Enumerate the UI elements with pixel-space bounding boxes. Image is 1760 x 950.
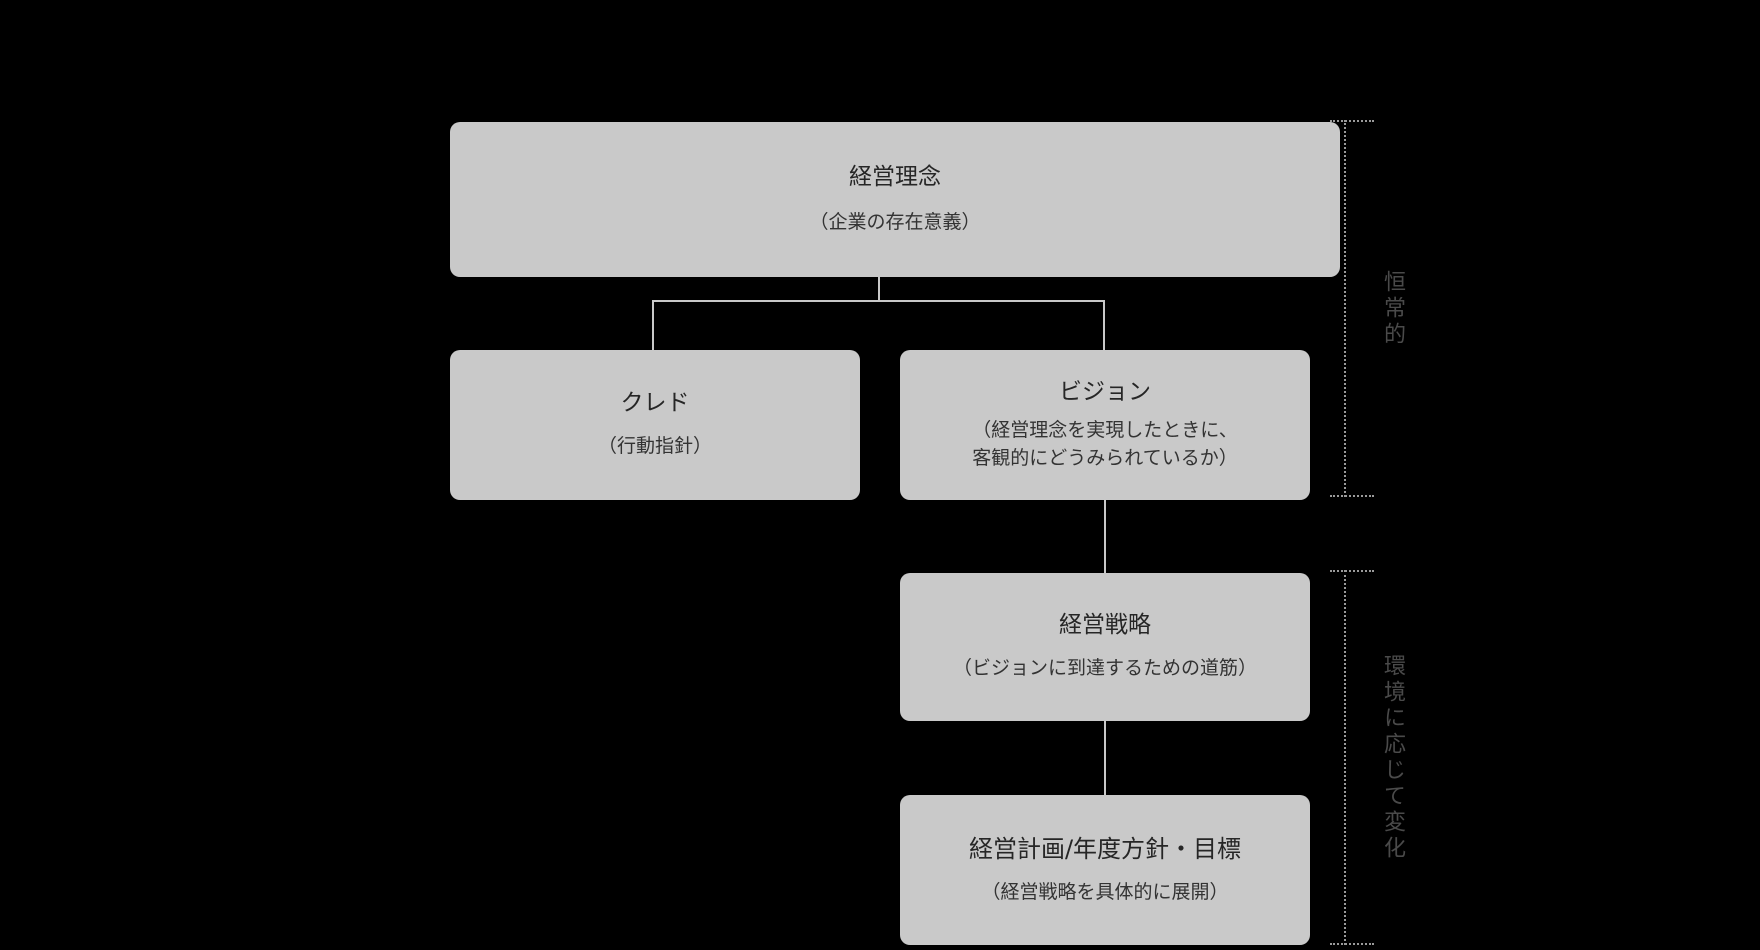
connector-to-credo [652,300,654,350]
node-management-philosophy[interactable]: 経営理念 （企業の存在意義） [450,122,1340,277]
node-subtitle: （経営理念を実現したときに、 客観的にどうみられているか） [972,417,1237,472]
bracket-label: 恒常的 [1380,269,1405,348]
node-subtitle: （企業の存在意義） [809,209,980,237]
connector-vision-to-strategy [1104,500,1106,573]
bracket-vertical-line [1344,570,1346,945]
bracket-tick-bottom [1330,495,1374,497]
connector-to-vision [1103,300,1105,350]
node-subtitle-line: （ビジョンに到達するための道筋） [952,657,1257,680]
connector-strategy-to-plan [1104,721,1106,795]
node-subtitle-line: （企業の存在意義） [809,210,981,233]
node-subtitle-line: （経営理念を実現したときに、 [972,419,1238,442]
node-subtitle-line: （行動指針） [597,435,712,458]
bracket-vertical-line [1344,120,1346,497]
node-management-plan[interactable]: 経営計画/年度方針・目標 （経営戦略を具体的に展開） [900,795,1310,945]
node-subtitle: （経営戦略を具体的に展開） [981,879,1228,907]
bracket-changing: 環境に応じて変化 [1330,570,1450,945]
node-subtitle-line: （経営戦略を具体的に展開） [981,880,1229,903]
node-management-strategy[interactable]: 経営戦略 （ビジョンに到達するための道筋） [900,573,1310,721]
connector-philosophy-stub [878,277,880,301]
bracket-label: 環境に応じて変化 [1380,653,1405,862]
node-subtitle: （ビジョンに到達するための道筋） [953,655,1257,683]
bracket-constant: 恒常的 [1330,120,1450,497]
node-credo[interactable]: クレド （行動指針） [450,350,860,500]
bracket-tick-bottom [1330,943,1374,945]
node-subtitle: （行動指針） [598,433,712,461]
node-subtitle-line: 客観的にどうみられているか） [972,446,1238,469]
bracket-tick-top [1330,570,1374,572]
node-title: 経営戦略 [1059,612,1151,639]
connector-split-bar [652,300,1104,302]
node-title: クレド [620,390,690,417]
node-title: 経営理念 [849,163,941,190]
node-title: 経営計画/年度方針・目標 [968,834,1242,863]
bracket-tick-top [1330,120,1374,122]
node-title: ビジョン [1059,378,1151,405]
node-vision[interactable]: ビジョン （経営理念を実現したときに、 客観的にどうみられているか） [900,350,1310,500]
